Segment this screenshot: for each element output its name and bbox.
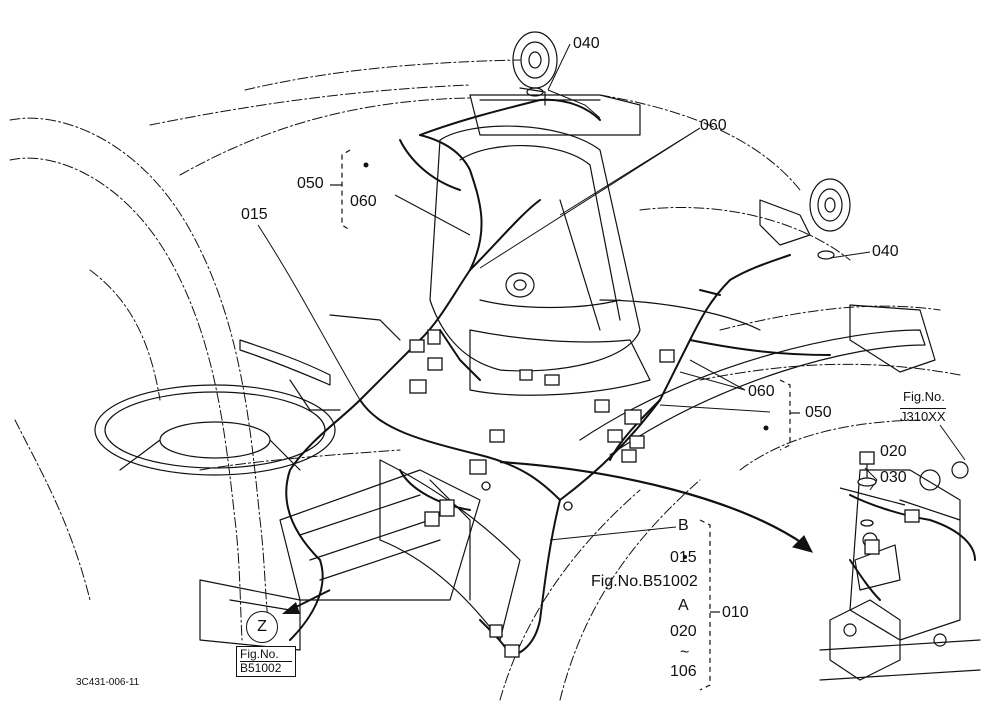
- stack-020: 020: [670, 623, 697, 640]
- leader-lines: [257, 43, 966, 541]
- work-light-top: [512, 31, 558, 106]
- left-lever: [239, 314, 401, 411]
- stack-tilde: ~: [680, 644, 690, 661]
- stack-b: B: [678, 517, 689, 534]
- fig-ref-left-box: Fig.No. B51002: [236, 646, 296, 677]
- drawing-number: 3C431-006-11: [76, 677, 140, 688]
- brace-ticks: [330, 184, 800, 613]
- fig-ref-right-line1: Fig.No.: [903, 389, 945, 404]
- label-030: 030: [880, 469, 907, 486]
- label-050-mid: 050: [805, 404, 832, 421]
- bolt-washer: [481, 451, 877, 527]
- detail-arrow-head: [792, 535, 813, 553]
- label-020: 020: [880, 443, 907, 460]
- stack-fig-ref: Fig.No.B51002: [591, 573, 698, 590]
- stack-015: 015: [670, 549, 697, 566]
- label-010: 010: [722, 604, 749, 621]
- detail-arrow-line: [499, 460, 806, 546]
- label-060-mid: 060: [748, 383, 775, 400]
- stack-a: A: [678, 597, 689, 614]
- wiring-harness: [285, 98, 976, 656]
- fig-ref-left-line1: Fig.No.: [240, 647, 279, 661]
- group-braces: [341, 149, 791, 691]
- platform: [199, 469, 481, 651]
- seat: [429, 94, 651, 396]
- connectors: [409, 329, 920, 658]
- label-060-left: 060: [350, 193, 377, 210]
- fenders: [379, 299, 936, 641]
- label-015-left: 015: [241, 206, 268, 223]
- view-z-marker: Z: [246, 611, 278, 643]
- bullet-dots: [363, 162, 769, 559]
- label-060-top: 060: [700, 117, 727, 134]
- work-light-right: [759, 178, 851, 260]
- label-050-left: 050: [297, 175, 324, 192]
- label-040-top: 040: [573, 35, 600, 52]
- detail-valve: [819, 461, 981, 681]
- stack-106: 106: [670, 663, 697, 680]
- z-arrow-head: [282, 602, 300, 614]
- view-z-letter: Z: [257, 618, 267, 635]
- fig-ref-left-line2: B51002: [240, 661, 292, 675]
- steering-wheel: [94, 384, 336, 476]
- label-040-right: 040: [872, 243, 899, 260]
- rops-frame: [9, 59, 961, 701]
- fig-ref-right-line2: J310XX: [900, 408, 946, 424]
